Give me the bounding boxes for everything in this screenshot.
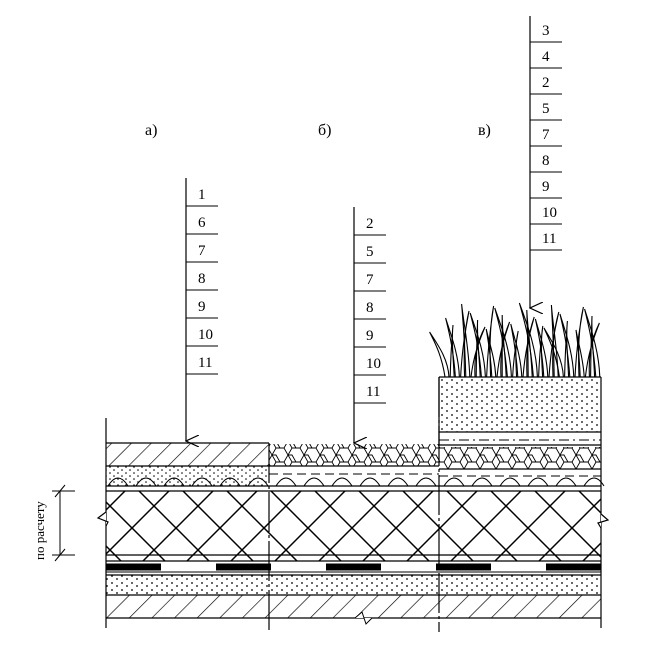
grass-blade (461, 303, 471, 378)
layer-number-label: 7 (198, 243, 206, 259)
layer-number-label: 5 (542, 101, 550, 117)
layer-number-label: 10 (366, 356, 381, 372)
grass-blade (543, 327, 564, 378)
callout-a-rows: 1 6 7 8 9 10 11 (186, 187, 218, 375)
variant-label-a: а) (145, 122, 157, 139)
callout-a: 1 6 7 8 9 10 11 (186, 178, 218, 441)
grass-blade (486, 305, 495, 378)
grass-blade (575, 329, 585, 378)
layer-number-label: 4 (542, 49, 550, 65)
grass-blade (485, 328, 497, 378)
layer-insulation (106, 490, 601, 561)
callout-b-rows: 2 5 7 8 9 10 11 (354, 216, 386, 404)
thickness-dimension (52, 484, 75, 562)
grass-blade (510, 323, 523, 378)
grass-blade (534, 318, 549, 378)
grass-blade (518, 302, 538, 378)
layer-number-label: 1 (198, 187, 206, 203)
section-boundaries (96, 377, 610, 632)
variant-v-top (438, 376, 602, 477)
layer-number-label: 2 (366, 216, 374, 232)
layer-number-label: 9 (198, 299, 206, 315)
layer-number-label: 11 (542, 231, 556, 247)
grass-blade (469, 312, 486, 378)
layer-number-label: 10 (542, 205, 557, 221)
grass-blade (445, 317, 460, 378)
grass-blade (494, 307, 512, 378)
layer-number-label: 3 (542, 23, 550, 39)
callout-v: 3 4 2 5 7 8 9 10 11 (530, 16, 562, 308)
layer-number-label: 5 (366, 244, 374, 260)
layer-number-label: 8 (366, 300, 374, 316)
layer-number-label: 9 (366, 328, 374, 344)
variant-b-top (269, 444, 439, 475)
layer-number-label: 8 (198, 271, 206, 287)
layer-number-label: 11 (198, 355, 212, 371)
grass-blade (496, 321, 511, 378)
layer-slab (106, 594, 601, 625)
layer-number-label: 9 (542, 179, 550, 195)
grass-blade (470, 326, 486, 378)
grass-blade (460, 310, 470, 378)
layer-vapor-barrier (106, 560, 601, 573)
variant-label-v: в) (478, 122, 491, 139)
callout-v-rows: 3 4 2 5 7 8 9 10 11 (530, 23, 562, 251)
layer-leveling (106, 574, 601, 595)
layer-number-label: 10 (198, 327, 213, 343)
layer-number-label: 2 (542, 75, 550, 91)
grass-layer (429, 302, 601, 378)
callout-b: 2 5 7 8 9 10 11 (354, 207, 386, 443)
layer-number-label: 7 (542, 127, 550, 143)
layer-number-label: 6 (198, 215, 206, 231)
layer-number-label: 11 (366, 384, 380, 400)
layer-number-label: 8 (542, 153, 550, 169)
variant-label-b: б) (318, 122, 331, 139)
grass-blade (512, 330, 519, 378)
variant-a-top (106, 442, 269, 486)
grass-blade (550, 304, 559, 378)
grass-blade (538, 325, 544, 378)
dimension-label: по расчету (32, 501, 47, 560)
grass-blade (584, 322, 600, 378)
grass-blade (559, 313, 575, 378)
layer-number-label: 7 (366, 272, 374, 288)
grass-blade (522, 316, 535, 378)
grass-blade (429, 331, 450, 378)
grass-blade (548, 311, 560, 378)
grass-blade (584, 308, 601, 378)
